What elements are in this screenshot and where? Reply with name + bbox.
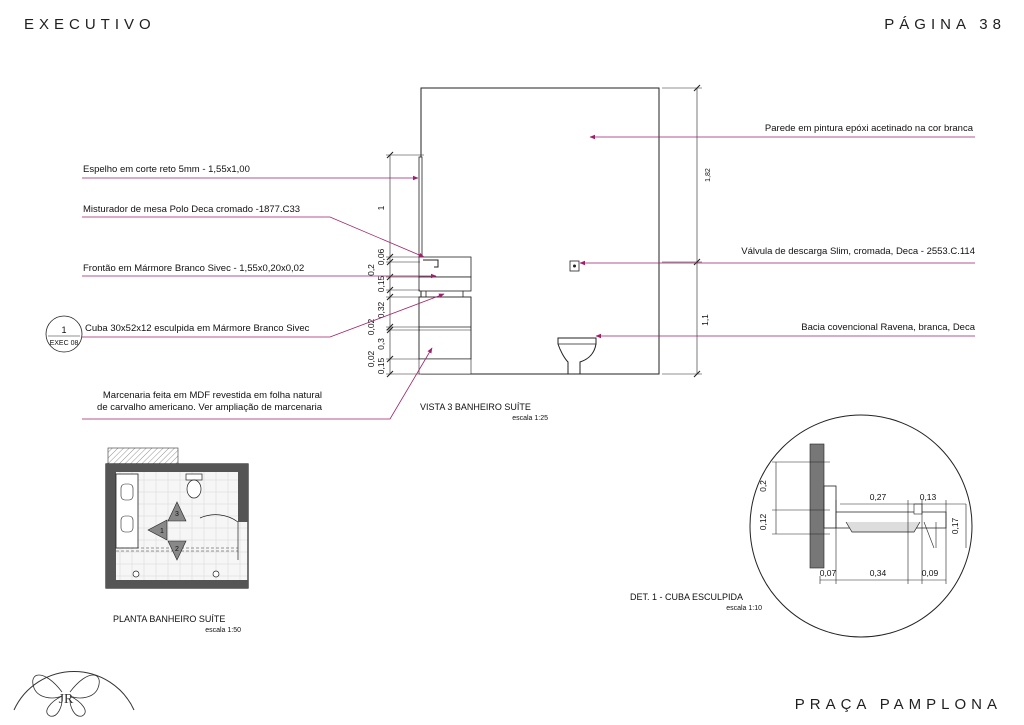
det-dim-027: 0,27 bbox=[870, 492, 887, 502]
dim-032: 0,32 bbox=[376, 301, 386, 318]
view-marker-1 bbox=[147, 519, 168, 541]
cabinet bbox=[418, 296, 472, 360]
det-dim-013: 0,13 bbox=[920, 492, 937, 502]
dim-mirror: 1 bbox=[376, 205, 386, 210]
brand-logo: JR bbox=[13, 671, 135, 717]
det-dim-02: 0,2 bbox=[758, 480, 768, 492]
det-dim-034: 0,34 bbox=[870, 568, 887, 578]
logo-monogram: JR bbox=[59, 692, 74, 707]
plan-marker-3: 3 bbox=[175, 511, 179, 518]
dim-015-b: 0,15 bbox=[376, 357, 386, 374]
dim-03: 0,3 bbox=[376, 338, 386, 350]
dim-02: 0,2 bbox=[366, 264, 376, 276]
det-dim-007: 0,07 bbox=[820, 568, 837, 578]
det-dim-009: 0,09 bbox=[922, 568, 939, 578]
mirror bbox=[418, 156, 423, 258]
note-bacia: Bacia covencional Ravena, branca, Deca bbox=[801, 322, 975, 333]
note-cuba: Cuba 30x52x12 esculpida em Mármore Branc… bbox=[85, 323, 310, 334]
dim-006: 0,06 bbox=[376, 248, 386, 265]
view-marker-2 bbox=[167, 540, 187, 561]
callout-number: 1 bbox=[61, 325, 66, 335]
detail-drawing: 0,2 0,12 0,27 0,13 0,17 0,07 0,34 0,09 D… bbox=[630, 414, 973, 638]
note-parede: Parede em pintura epóxi acetinado na cor… bbox=[765, 123, 974, 134]
plan-marker-1: 1 bbox=[160, 528, 164, 535]
project-name: PRAÇA PAMPLONA bbox=[794, 696, 1002, 713]
det-dim-017: 0,17 bbox=[950, 517, 960, 534]
note-misturador: Misturador de mesa Polo Deca cromado -18… bbox=[83, 204, 300, 215]
elevation-title: VISTA 3 BANHEIRO SUÍTE bbox=[420, 402, 531, 412]
dim-015-a: 0,15 bbox=[376, 275, 386, 292]
elevation-drawing: 1 0,06 0,2 0,15 0,32 0,02 0,3 0,02 0,15 … bbox=[45, 84, 976, 422]
dim-11: 1,1 bbox=[700, 314, 710, 326]
view-marker-3 bbox=[167, 501, 187, 522]
detail-title: DET. 1 - CUBA ESCULPIDA bbox=[630, 592, 743, 602]
callout-sheet: EXEC 08 bbox=[50, 340, 79, 347]
page-number: PÁGINA 38 bbox=[884, 16, 1006, 33]
faucet bbox=[423, 259, 439, 268]
plan-scale: escala 1:50 bbox=[205, 627, 241, 634]
plan-title: PLANTA BANHEIRO SUÍTE bbox=[113, 614, 225, 624]
butterfly-icon bbox=[32, 674, 100, 717]
doc-section-title: EXECUTIVO bbox=[24, 16, 156, 33]
det-dim-012: 0,12 bbox=[758, 513, 768, 530]
detail-scale: escala 1:10 bbox=[726, 605, 762, 612]
note-espelho: Espelho em corte reto 5mm - 1,55x1,00 bbox=[83, 164, 250, 175]
note-frontao: Frontão em Mármore Branco Sivec - 1,55x0… bbox=[83, 263, 304, 274]
dim-182: 1,82 bbox=[705, 168, 712, 182]
note-marcenaria-1: Marcenaria feita em MDF revestida em fol… bbox=[103, 390, 322, 401]
toilet bbox=[557, 337, 597, 375]
plan-marker-2: 2 bbox=[175, 546, 179, 553]
floor-plan: 1 2 3 PLANTA BANHEIRO SUÍTE escala 1:50 bbox=[105, 447, 249, 634]
note-marcenaria-2: de carvalho americano. Ver ampliação de … bbox=[97, 402, 323, 413]
dim-002-a: 0,02 bbox=[366, 318, 376, 335]
cuba-top bbox=[418, 276, 472, 292]
dim-002-b: 0,02 bbox=[366, 350, 376, 367]
elevation-scale: escala 1:25 bbox=[512, 415, 548, 422]
detail-callout bbox=[45, 315, 83, 353]
note-valvula: Válvula de descarga Slim, cromada, Deca … bbox=[741, 246, 975, 257]
